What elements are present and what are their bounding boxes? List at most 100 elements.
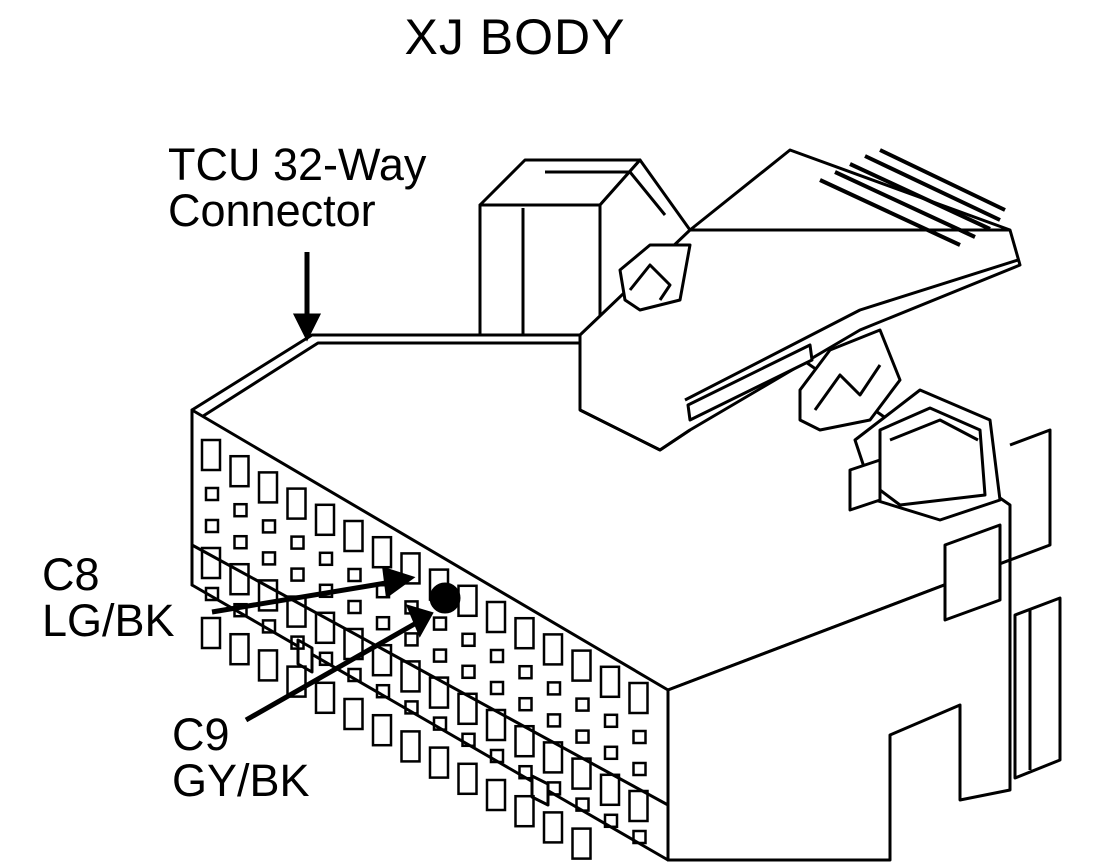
connector-right-face: [666, 558, 1012, 862]
pin-cavity: [290, 567, 305, 582]
pin-cavity: [485, 600, 507, 634]
pin-cavity: [461, 632, 476, 648]
pin-cavity: [375, 683, 391, 699]
c8-arrow-shaft: [211, 579, 393, 615]
pin-cavity: [257, 471, 279, 504]
front-face-rail: [191, 543, 669, 807]
pin-cavity: [400, 660, 421, 693]
pin-cavity: [514, 616, 535, 650]
pin-cavity: [571, 827, 592, 860]
pin-cavity: [318, 551, 334, 567]
pin-cavity: [461, 732, 476, 748]
pin-cavity: [286, 487, 307, 520]
pin-cavity: [603, 745, 619, 761]
pin-cavity: [233, 534, 248, 550]
pin-cavity: [261, 619, 277, 634]
bottom-tab-right: [530, 774, 550, 807]
pin-c9-id: C9: [172, 709, 230, 760]
pin-cavity: [457, 692, 478, 726]
pin-cavity: [229, 454, 250, 488]
pin-c8-label: C8 LG/BK: [42, 552, 175, 644]
pin-cavity: [229, 632, 250, 666]
pin-cavity: [485, 778, 507, 812]
latch-inner-top: [545, 170, 667, 216]
pin-cavity: [314, 503, 336, 537]
diagram-title: XJ BODY: [404, 9, 626, 65]
pin-cavity: [371, 713, 393, 747]
pin-cavity: [314, 611, 336, 645]
connector-arrow-head: [292, 313, 322, 342]
lever-edge-2: [684, 258, 1019, 402]
front-latch-block-edge: [889, 418, 979, 442]
pin-cavity: [546, 781, 562, 796]
pin-cavity: [628, 789, 649, 823]
c8-arrow-head: [382, 566, 416, 599]
pin-cavity: [290, 535, 305, 550]
pin-cavity: [200, 438, 222, 472]
pin-cavity: [200, 546, 222, 580]
latch-housing: [478, 203, 602, 337]
pin-cavity: [518, 764, 533, 780]
pin-cavity: [347, 567, 362, 583]
pin-cavity: [400, 730, 421, 763]
pin-cavity: [286, 665, 307, 698]
pin-cavity: [257, 649, 279, 682]
pin-cavity: [204, 586, 220, 602]
pin-c8-wire: LG/BK: [42, 595, 175, 646]
side-flange-lower: [1013, 596, 1062, 780]
pin-cavity: [400, 552, 421, 585]
pin-cavity: [432, 716, 448, 731]
pin-cavity: [371, 535, 393, 569]
connector-label-line2: Connector: [168, 185, 376, 236]
pin-cavity: [343, 519, 364, 553]
pin-cavity: [575, 797, 590, 812]
pin-cavity: [546, 713, 562, 728]
pin-cavity: [546, 681, 562, 696]
pin-cavity: [233, 502, 248, 518]
pin-cavity: [571, 649, 592, 682]
pin-cavity: [518, 696, 533, 712]
pin-cavity: [461, 664, 476, 680]
pin-cavity: [518, 664, 533, 680]
pin-cavity: [514, 724, 535, 758]
pin-cavity: [375, 615, 391, 631]
pin-c9-wire: GY/BK: [172, 755, 310, 806]
pin-cavity: [204, 486, 220, 502]
latch-hook-upper: [618, 243, 692, 312]
pin-cavity: [261, 519, 277, 534]
pin-cavity: [428, 676, 450, 709]
right-face-step: [1009, 428, 1052, 562]
pin-cavity: [632, 829, 647, 845]
pin-cavity: [542, 741, 564, 774]
pin-c8-id: C8: [42, 549, 100, 600]
pin-cavity: [514, 794, 535, 828]
pin-cavity: [485, 708, 507, 742]
pin-cavity: [261, 551, 277, 566]
pin-cavity: [204, 518, 220, 534]
connector-label-line1: TCU 32-Way: [168, 139, 427, 190]
pin-cavity: [571, 757, 592, 790]
pin-cavity: [632, 729, 647, 745]
side-flange-upper: [943, 523, 1002, 622]
pin-cavity: [432, 616, 448, 631]
lever-grip: [819, 148, 1006, 247]
pin-cavity: [603, 713, 619, 729]
latch-hook-lower-teeth: [813, 364, 882, 411]
latch-hook-lower: [798, 328, 902, 432]
pin-cavity: [428, 746, 450, 779]
pin-cavity: [575, 729, 590, 744]
pin-cavity: [457, 762, 478, 796]
pin-c9-dot: [429, 582, 461, 614]
pin-cavity: [489, 680, 505, 696]
pin-cavity: [489, 748, 505, 764]
pin-cavity: [404, 632, 419, 647]
latch-hook-upper-teeth: [628, 263, 672, 301]
pin-cavity: [599, 665, 621, 699]
pin-cavity: [200, 616, 222, 650]
connector-label: TCU 32-Way Connector: [168, 142, 426, 234]
pin-cavity: [257, 579, 279, 612]
pin-cavity: [318, 651, 334, 667]
front-latch-lower: [848, 458, 882, 512]
pin-cavity: [432, 648, 448, 663]
